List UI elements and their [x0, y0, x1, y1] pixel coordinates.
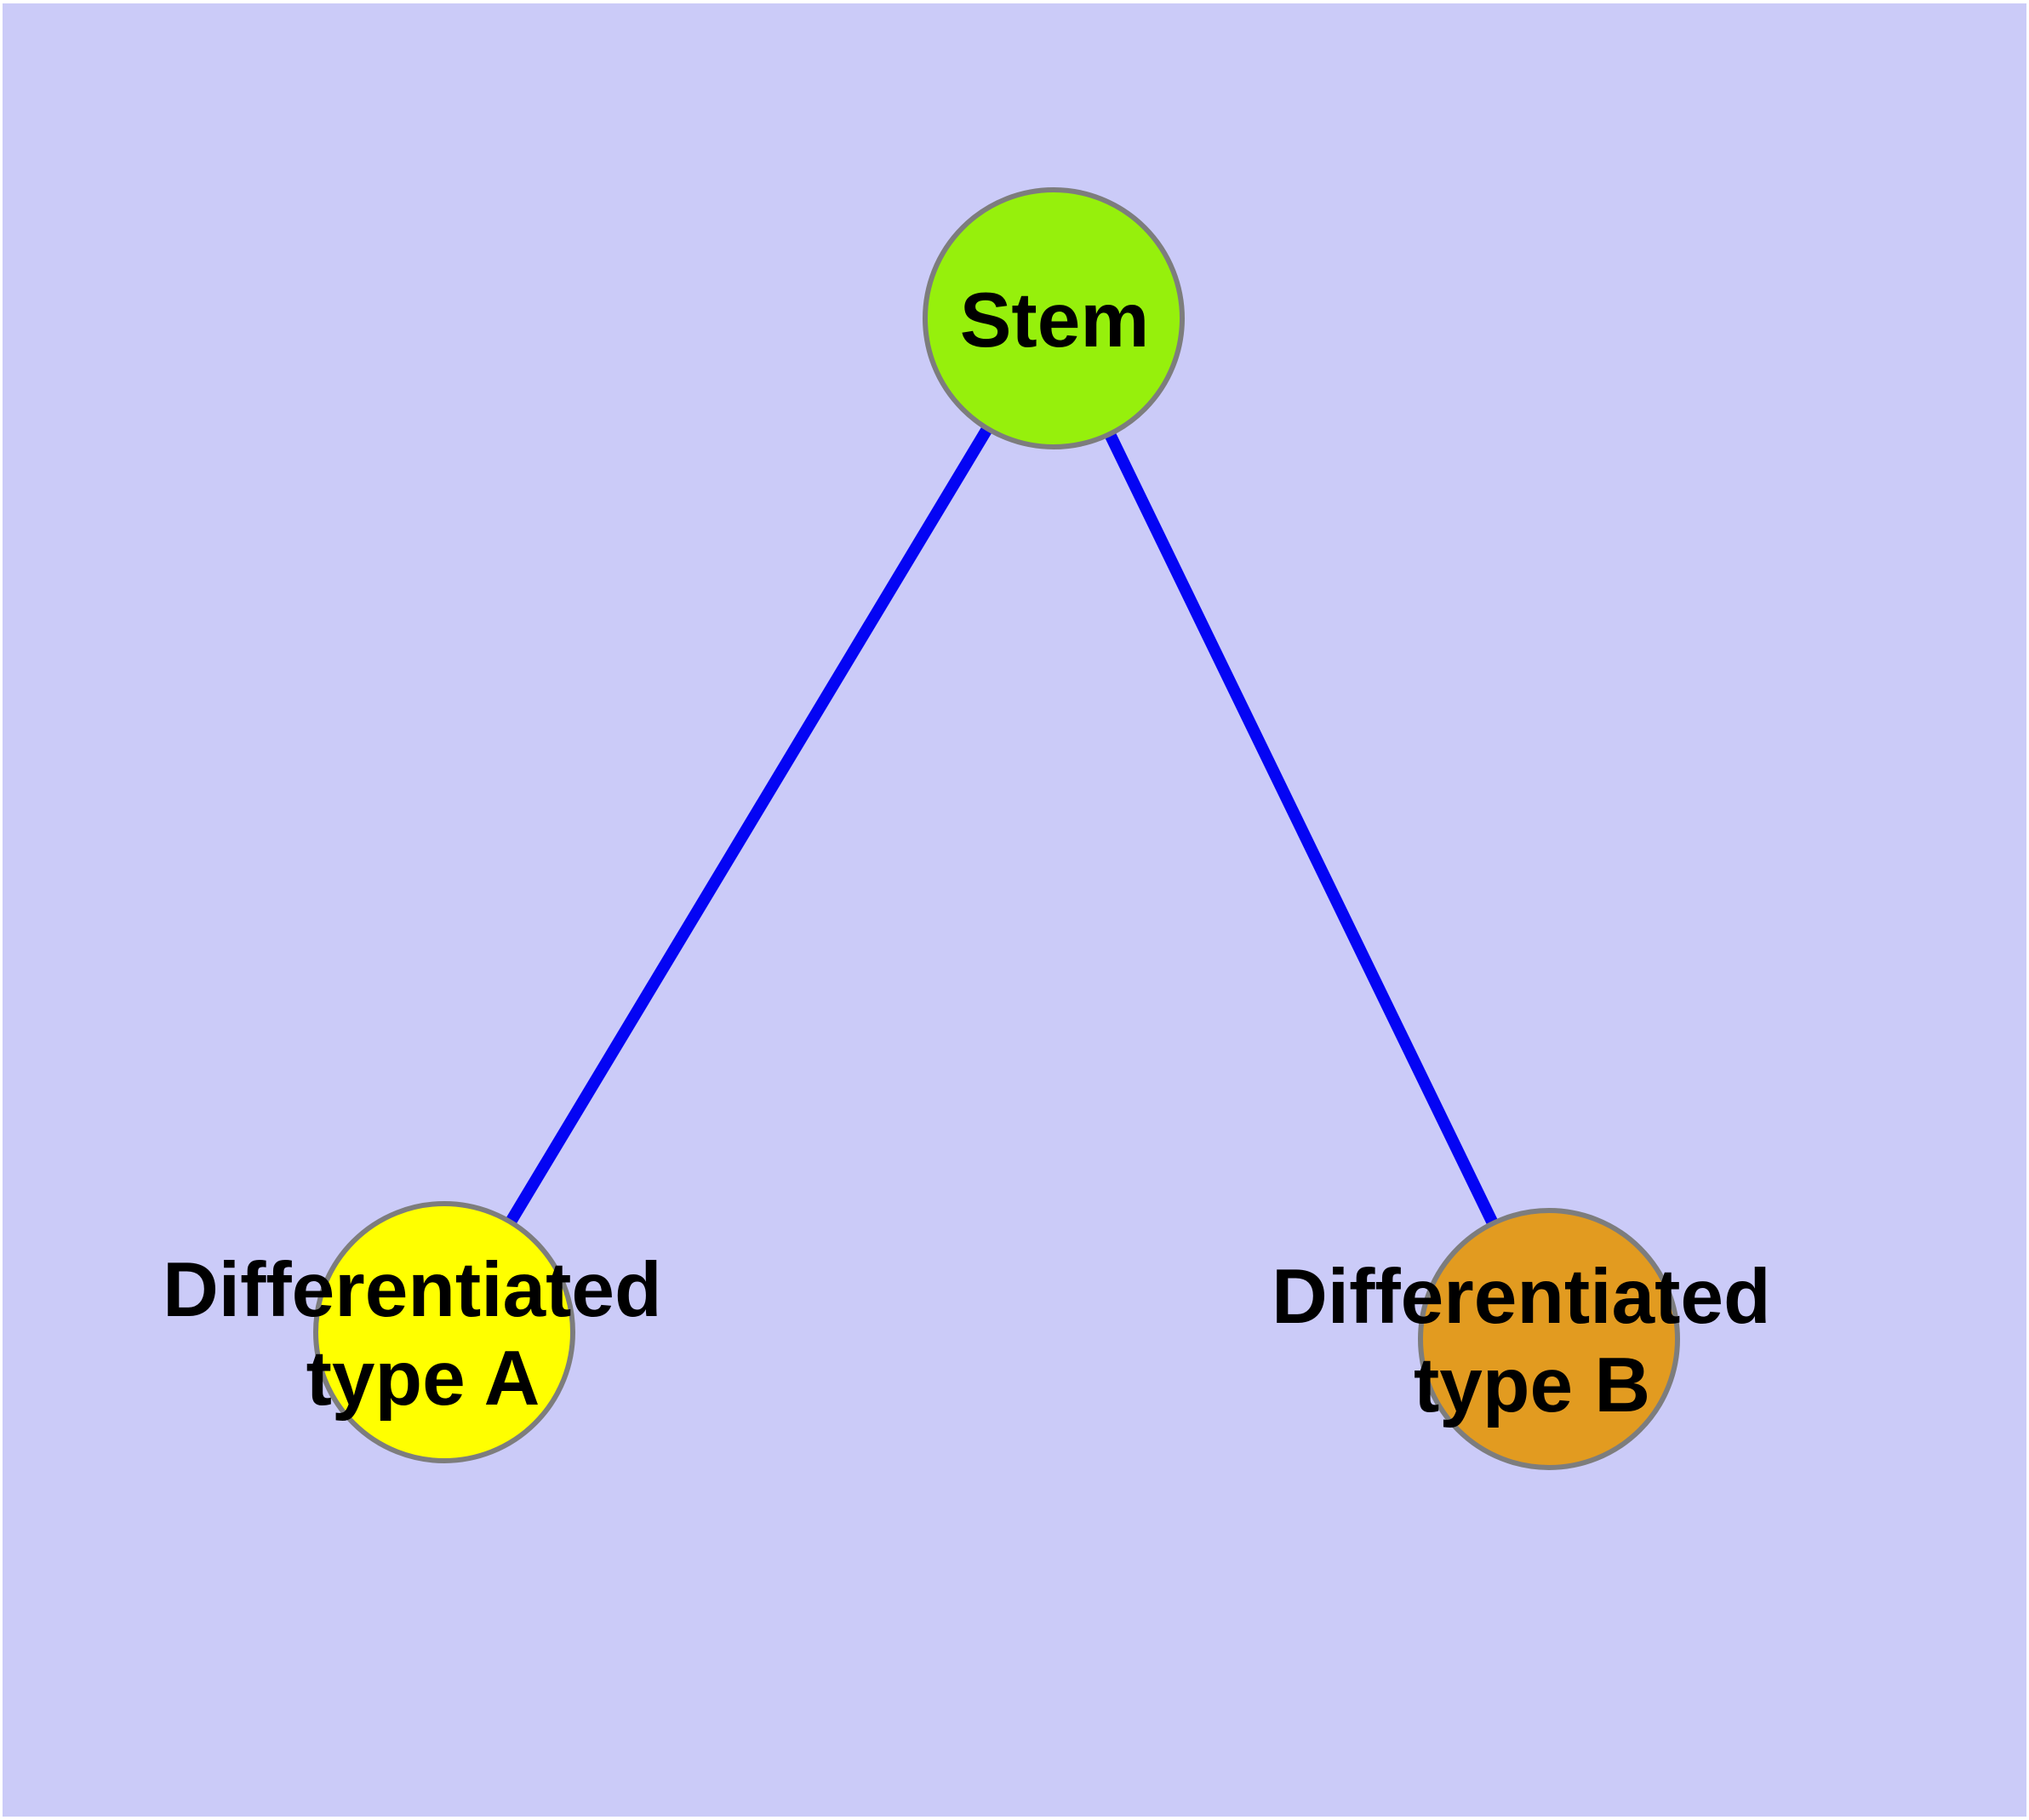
- node-type-a-label-line1: Differentiated: [163, 1247, 662, 1333]
- edge-stem-to-type-b: [1048, 315, 1555, 1342]
- node-type-b: Differentiated type B: [1272, 1208, 1792, 1470]
- node-type-b-circle: [1418, 1208, 1680, 1470]
- node-stem-label: Stem: [960, 278, 1150, 363]
- node-type-a-circle: [313, 1201, 575, 1463]
- node-type-a: Differentiated type A: [163, 1201, 683, 1463]
- node-stem-circle: [923, 187, 1185, 449]
- node-type-b-label-line1: Differentiated: [1272, 1254, 1771, 1340]
- node-type-a-label-line2: type A: [306, 1336, 540, 1422]
- edge-stem-to-type-a: [439, 315, 1059, 1336]
- node-type-b-label-line2: type B: [1414, 1342, 1650, 1428]
- node-stem: Stem: [923, 187, 1185, 449]
- node-type-a-label: Differentiated type A: [163, 1247, 683, 1422]
- node-type-b-label: Differentiated type B: [1272, 1254, 1792, 1428]
